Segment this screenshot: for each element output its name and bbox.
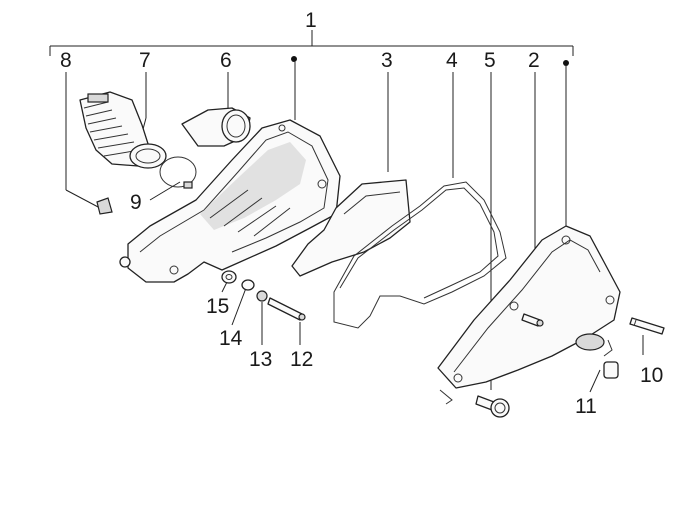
callout-7: 7	[139, 49, 151, 72]
callout-4: 4	[446, 49, 458, 72]
callout-1: 1	[305, 9, 317, 32]
gasket-part-4	[333, 181, 507, 329]
bushing-part-15	[221, 270, 237, 284]
callout-9: 9	[130, 191, 142, 214]
screw-part-2	[521, 313, 544, 327]
clamp-part-9	[159, 156, 197, 189]
callout-6: 6	[220, 49, 232, 72]
intake-elbow-part-6	[181, 107, 251, 147]
filter-cover	[437, 225, 621, 389]
hardware-small-parts	[221, 270, 306, 321]
callout-13: 13	[249, 348, 272, 371]
callout-15: 15	[206, 295, 229, 318]
callout-2: 2	[528, 49, 540, 72]
intake-duct-part-7	[79, 91, 167, 169]
callout-14: 14	[219, 327, 243, 350]
subassembly-dot-left	[291, 56, 297, 62]
washer-part-13	[256, 290, 268, 302]
filter-element-part-3	[291, 179, 411, 277]
callout-3: 3	[381, 49, 393, 72]
callout-11: 11	[575, 395, 597, 418]
callout-10: 10	[640, 364, 663, 387]
callout-8: 8	[60, 49, 72, 72]
subassembly-dot-right	[563, 60, 569, 66]
washer-part-14	[241, 279, 255, 291]
assembly-bracket	[49, 30, 574, 56]
callout-12: 12	[290, 348, 313, 371]
filter-housing-base	[119, 119, 341, 283]
drain-plug-part-11	[603, 339, 619, 379]
knob-screw-part-5	[439, 389, 510, 418]
clip-part-8	[96, 197, 113, 215]
screw-part-10	[629, 317, 665, 335]
callout-5: 5	[484, 49, 496, 72]
callout-labels: 1 2 3 4 5 6 7 8 9 10 11 12 13 14 15	[60, 9, 663, 418]
screw-part-12	[267, 297, 303, 321]
